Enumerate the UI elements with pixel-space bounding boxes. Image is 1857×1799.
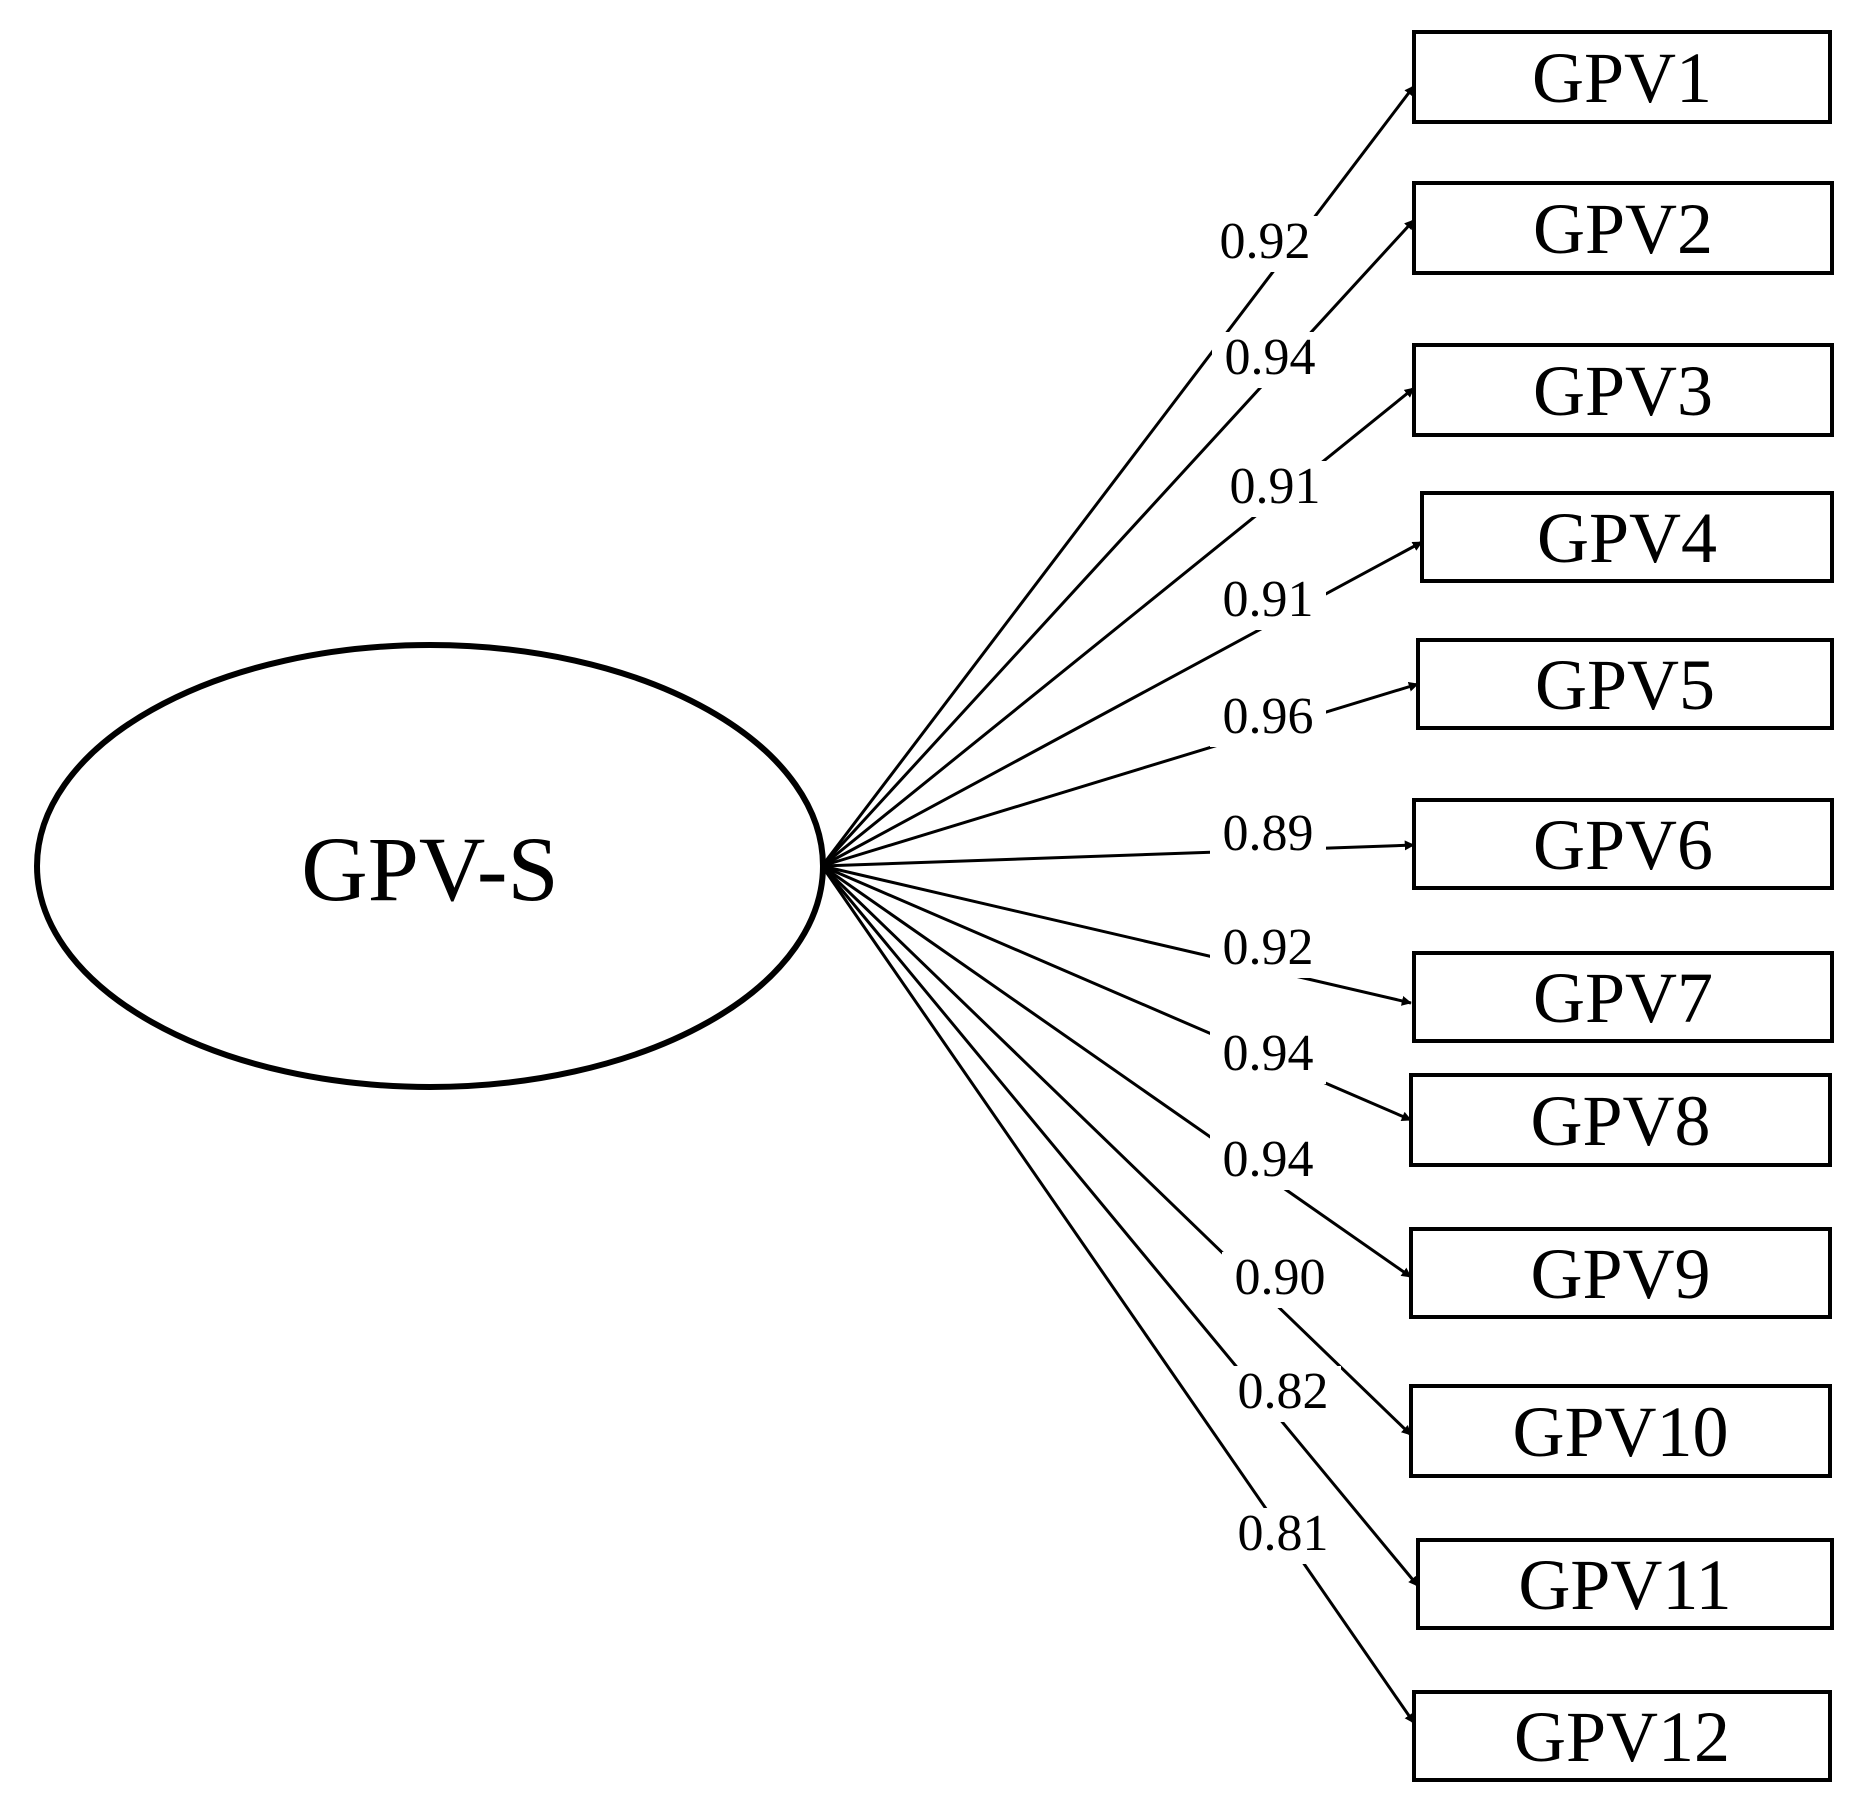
- indicator-gpv12: GPV12: [1412, 1690, 1832, 1782]
- loading-label-gpv2: 0.94: [1225, 329, 1316, 386]
- loading-label-gpv12: 0.81: [1238, 1505, 1329, 1562]
- indicator-box: [1409, 1073, 1832, 1167]
- indicator-box: [1416, 1538, 1834, 1630]
- loading-label-background: [1212, 332, 1328, 388]
- indicator-box: [1412, 30, 1832, 124]
- path-arrow-gpv5: [821, 681, 1419, 868]
- indicator-label: GPV12: [1514, 1697, 1730, 1777]
- loading-label-background: [1210, 1134, 1326, 1190]
- indicator-box: [1412, 1690, 1832, 1782]
- indicator-gpv11: GPV11: [1416, 1538, 1834, 1630]
- loading-label-background: [1210, 808, 1326, 864]
- indicator-gpv6: GPV6: [1412, 798, 1834, 890]
- loading-label-background: [1217, 461, 1333, 517]
- path-arrows: [820, 85, 1423, 1724]
- loading-label-background: [1210, 574, 1326, 630]
- indicator-gpv1: GPV1: [1412, 30, 1832, 124]
- path-arrow-gpv2: [820, 218, 1416, 868]
- indicator-gpv9: GPV9: [1409, 1227, 1832, 1319]
- path-arrow-gpv7: [821, 864, 1412, 1006]
- loading-label-gpv4: 0.91: [1223, 571, 1314, 628]
- loading-label-gpv7: 0.92: [1223, 919, 1314, 976]
- loading-label-gpv10: 0.90: [1235, 1249, 1326, 1306]
- indicator-gpv8: GPV8: [1409, 1073, 1832, 1167]
- path-arrow-gpv11: [820, 865, 1420, 1587]
- loading-label-gpv6: 0.89: [1223, 805, 1314, 862]
- loading-labels: 0.92 0.94 0.91 0.91 0.96 0.89 0.92 0.94 0.94 0.90…: [1207, 213, 1341, 1564]
- loading-label-background: [1210, 1028, 1326, 1084]
- path-arrow-gpv10: [820, 864, 1413, 1437]
- indicator-gpv5: GPV5: [1416, 638, 1834, 730]
- latent-label: GPV-S: [301, 818, 558, 920]
- indicator-box: [1412, 343, 1834, 437]
- indicator-gpv10: GPV10: [1409, 1384, 1832, 1478]
- loading-label-background: [1225, 1366, 1341, 1422]
- indicator-label: GPV2: [1533, 189, 1713, 269]
- loading-label-gpv11: 0.82: [1238, 1363, 1329, 1420]
- indicator-label: GPV5: [1535, 645, 1715, 725]
- loading-label-background: [1225, 1508, 1341, 1564]
- indicator-box: [1409, 1384, 1832, 1478]
- indicator-box: [1412, 951, 1834, 1043]
- indicator-label: GPV7: [1533, 958, 1713, 1038]
- indicator-label: GPV1: [1532, 38, 1712, 118]
- indicator-gpv2: GPV2: [1412, 181, 1834, 275]
- loading-label-background: [1210, 691, 1326, 747]
- latent-ellipse: [34, 642, 826, 1090]
- indicator-box: [1412, 181, 1834, 275]
- indicator-gpv3: GPV3: [1412, 343, 1834, 437]
- loading-label-background: [1210, 922, 1326, 978]
- loading-label-background: [1207, 216, 1323, 272]
- indicator-label: GPV10: [1512, 1392, 1728, 1472]
- indicator-label: GPV8: [1530, 1081, 1710, 1161]
- indicator-box: [1409, 1227, 1832, 1319]
- indicator-boxes: GPV1GPV2GPV3GPV4GPV5GPV6GPV7GPV8GPV9GPV1…: [1409, 30, 1834, 1782]
- loading-label-gpv3: 0.91: [1230, 458, 1321, 515]
- path-arrow-gpv9: [821, 864, 1412, 1279]
- path-arrow-gpv4: [821, 540, 1423, 868]
- indicator-box: [1420, 491, 1834, 583]
- indicator-label: GPV9: [1530, 1234, 1710, 1314]
- latent-factor: GPV-S: [34, 642, 826, 1090]
- loading-label-gpv9: 0.94: [1223, 1131, 1314, 1188]
- indicator-gpv4: GPV4: [1420, 491, 1834, 583]
- path-arrow-gpv12: [820, 865, 1416, 1724]
- indicator-label: GPV11: [1518, 1545, 1731, 1625]
- loading-label-gpv1: 0.92: [1220, 213, 1311, 270]
- indicator-gpv7: GPV7: [1412, 951, 1834, 1043]
- loading-label-background: [1222, 1252, 1338, 1308]
- loading-label-gpv5: 0.96: [1223, 688, 1314, 745]
- indicator-label: GPV6: [1533, 805, 1713, 885]
- loading-label-gpv8: 0.94: [1223, 1025, 1314, 1082]
- indicator-box: [1416, 638, 1834, 730]
- indicator-label: GPV4: [1537, 498, 1717, 578]
- indicator-label: GPV3: [1533, 351, 1713, 431]
- indicator-box: [1412, 798, 1834, 890]
